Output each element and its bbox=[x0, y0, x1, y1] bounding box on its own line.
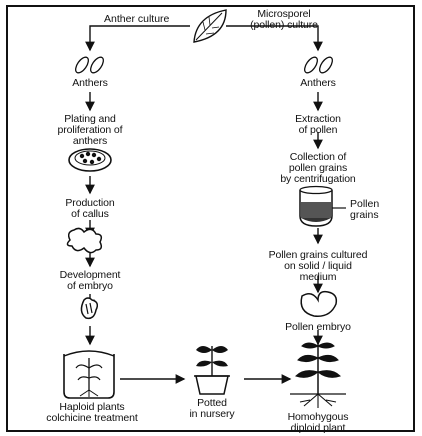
callus-production-label: Production of callus bbox=[65, 197, 115, 220]
potted-plant-icon bbox=[194, 346, 230, 395]
left-anthers-label: Anthers bbox=[72, 77, 108, 89]
haploid-plants-label: Haploid plants colchicine treatment bbox=[46, 401, 138, 424]
pollen-embryo-label: Pollen embryo bbox=[285, 321, 351, 333]
beaker-plant-icon bbox=[63, 350, 115, 399]
microspore-culture-header: Microsporel (pollen) culture bbox=[250, 8, 318, 31]
plating-label: Plating and proliferation of anthers bbox=[57, 113, 123, 147]
pollen-extraction-label: Extraction of pollen bbox=[295, 113, 341, 136]
callus-icon bbox=[66, 227, 103, 254]
anther-culture-header: Anther culture bbox=[104, 13, 170, 25]
pollen-grains-label: Pollen grains bbox=[350, 198, 380, 221]
leaf-icon bbox=[193, 9, 227, 43]
embryo-development-label: Development of embryo bbox=[59, 269, 121, 292]
pollen-embryo-icon bbox=[300, 290, 338, 317]
anthers-icon bbox=[75, 56, 104, 74]
pollen-cultured-label: Pollen grains cultured on solid / liquid… bbox=[268, 249, 368, 283]
diploid-plant-label: Homohygous diploid plant bbox=[287, 411, 349, 434]
petri-dish-icon bbox=[68, 148, 112, 172]
pollen-collection-label: Collection of pollen grains by centrifug… bbox=[280, 151, 356, 185]
anthers-icon bbox=[304, 56, 333, 74]
diploid-plant-icon bbox=[290, 340, 346, 408]
embryo-icon bbox=[80, 297, 99, 320]
centrifuge-tube-icon bbox=[299, 185, 346, 227]
right-anthers-label: Anthers bbox=[300, 77, 336, 89]
diagram-border bbox=[6, 5, 415, 432]
top-branch-arrows bbox=[85, 25, 323, 52]
potted-nursery-label: Potted in nursery bbox=[189, 397, 235, 420]
